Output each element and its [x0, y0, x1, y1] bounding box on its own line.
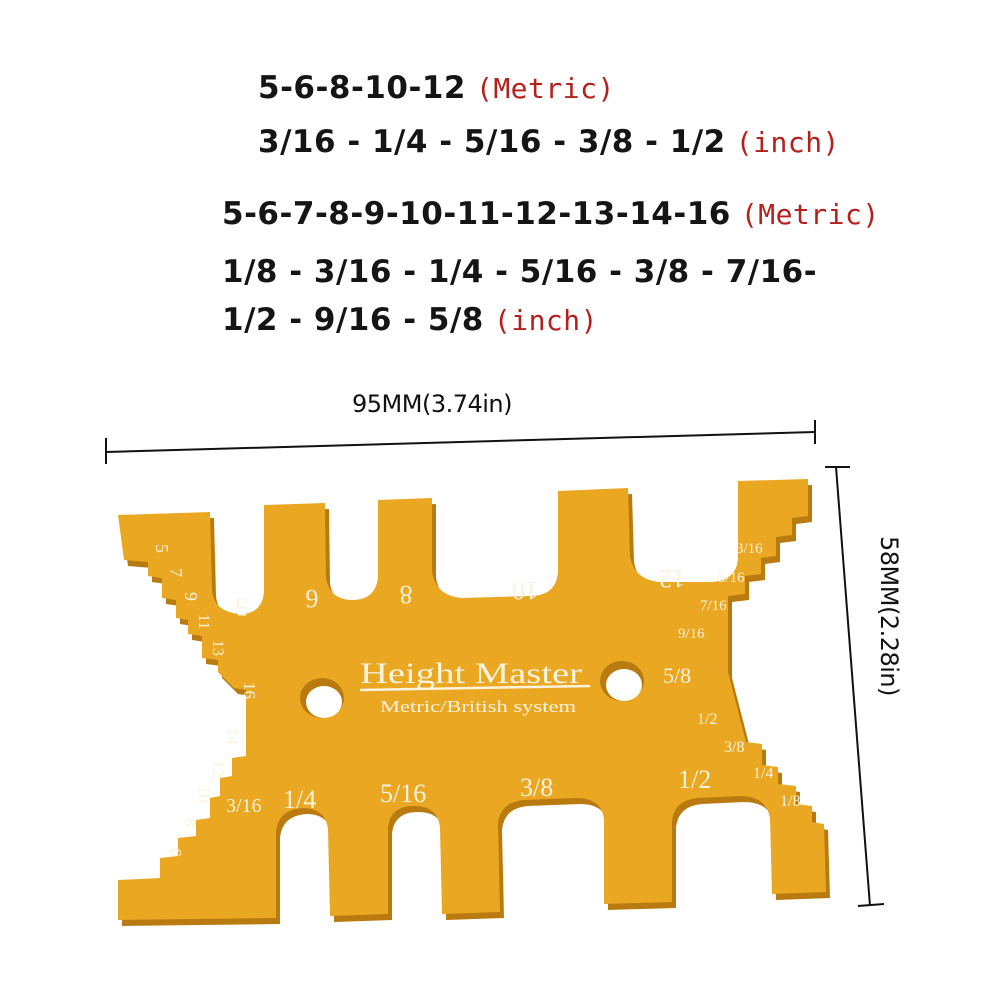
slot-label-12mm: 12: [659, 564, 685, 593]
spec-line-inch-2a: 1/8 - 3/16 - 1/4 - 5/16 - 3/8 - 7/16-: [222, 254, 817, 290]
right-lower-step-labels: 1/2 3/8 1/4 1/8: [697, 711, 800, 810]
spec-line-inch-2b: 1/2 - 9/16 - 5/8 (inch): [222, 302, 598, 338]
slot-label-3-8in: 3/8: [520, 773, 553, 802]
step-label: 13: [209, 640, 226, 656]
slot-label-10mm: 10: [512, 576, 538, 605]
width-dimension-label: 95MM(3.74in): [352, 390, 513, 418]
slot-label-1-4in: 1/4: [283, 785, 316, 814]
step-label: 1/4: [753, 765, 773, 782]
slot-label-5mm: 5: [236, 592, 249, 621]
gauge-subtitle: Metric/British system: [380, 697, 576, 716]
spec-values: 1/2 - 9/16 - 5/8: [222, 302, 484, 338]
width-dimension-line: [105, 420, 816, 464]
gauge-title: Height Master: [360, 657, 582, 690]
spec-unit: (inch): [735, 126, 840, 159]
slot-label-3-16in: 3/16: [226, 795, 262, 817]
spec-line-metric-1: 5-6-8-10-12 (Metric): [258, 70, 615, 106]
slot-label-8mm: 8: [400, 580, 413, 609]
step-label: 6: [166, 848, 185, 857]
step-label: 5/16: [718, 570, 745, 586]
spec-values: 3/16 - 1/4 - 5/16 - 3/8 - 1/2: [258, 124, 726, 160]
gauge-plate-body: [118, 479, 826, 920]
step-label: 1/8: [780, 793, 800, 810]
left-lower-step-labels: 14 12 10 8 6: [166, 728, 242, 857]
slot-label-6mm: 6: [306, 584, 319, 613]
step-label: 16: [240, 682, 259, 699]
step-label: 3/16: [736, 541, 763, 557]
step-label: 14: [223, 728, 242, 746]
height-dimension-line: [825, 466, 885, 907]
spec-values: 1/8 - 3/16 - 1/4 - 5/16 - 3/8 - 7/16-: [222, 254, 818, 290]
step-label: 5/8: [663, 663, 691, 688]
title-underline: [359, 684, 591, 692]
left-upper-step-labels: 5 7 9 11 13 16: [152, 544, 259, 699]
spec-unit: (Metric): [740, 198, 880, 231]
bottom-slot-labels: 3/16 1/4 5/16 3/8 1/2: [226, 765, 711, 817]
spec-unit: (Metric): [475, 72, 615, 105]
step-label: 7: [166, 568, 186, 577]
step-label: 10: [195, 786, 214, 803]
step-label: 7/16: [700, 598, 727, 614]
spec-values: 5-6-8-10-12: [258, 70, 466, 106]
step-label: 11: [195, 614, 212, 629]
spec-line-inch-1: 3/16 - 1/4 - 5/16 - 3/8 - 1/2 (inch): [258, 124, 840, 160]
slot-label-1-2in: 1/2: [678, 765, 711, 794]
mounting-holes: [300, 661, 644, 718]
spec-line-metric-2: 5-6-7-8-9-10-11-12-13-14-16 (Metric): [222, 196, 880, 232]
step-label: 1/2: [697, 711, 717, 728]
step-label: 8: [181, 818, 200, 827]
step-label: 5: [152, 544, 172, 553]
slot-label-5-16in: 5/16: [380, 779, 426, 808]
spec-unit: (inch): [493, 304, 599, 337]
step-label: 12: [209, 760, 228, 777]
right-upper-step-labels: 3/16 5/16 7/16 9/16 5/8: [663, 541, 763, 688]
step-label: 9: [181, 592, 201, 601]
step-label: 3/8: [724, 739, 744, 756]
top-slot-labels: 5 6 8 10 12: [236, 564, 686, 621]
step-label: 9/16: [678, 626, 705, 642]
spec-values: 5-6-7-8-9-10-11-12-13-14-16: [222, 196, 731, 232]
